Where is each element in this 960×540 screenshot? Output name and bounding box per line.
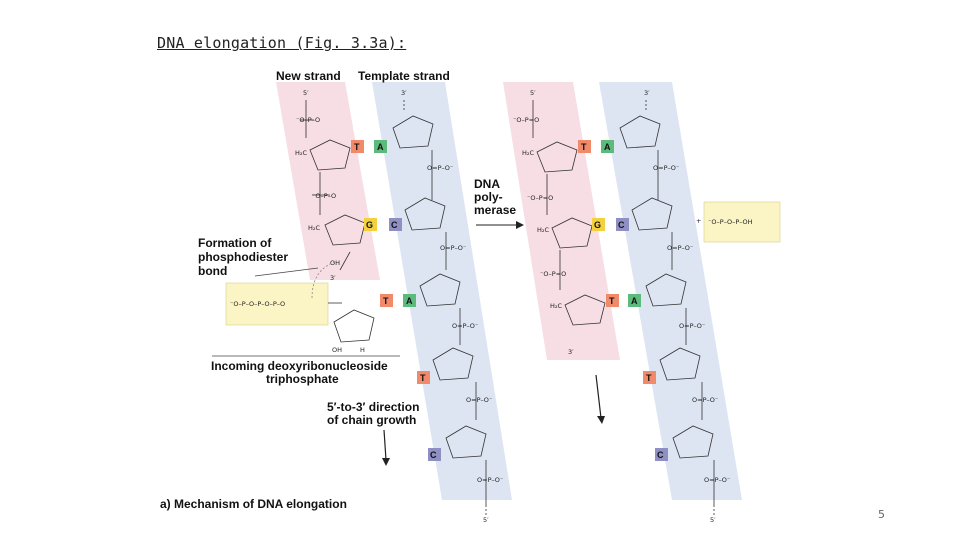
new-strand-5prime: 5′ (303, 89, 309, 97)
svg-text:⁻O–P=O: ⁻O–P=O (513, 116, 539, 124)
incoming-label-1: Incoming deoxyribonucleoside (211, 359, 388, 373)
formation-label-2: phosphodiester (198, 250, 288, 264)
base-pair-TA-2: T A (380, 294, 416, 307)
svg-text:⁻O–P–O: ⁻O–P–O (312, 192, 336, 200)
new-strand-label: New strand (276, 69, 341, 83)
svg-text:O=P–O⁻: O=P–O⁻ (452, 322, 478, 330)
svg-text:C: C (391, 220, 398, 230)
svg-text:C: C (657, 450, 664, 460)
svg-text:⁻O–P–O–P–O–P–O: ⁻O–P–O–P–O–P–O (230, 300, 285, 308)
svg-text:H: H (360, 346, 365, 354)
svg-text:C: C (618, 220, 625, 230)
svg-text:A: A (377, 142, 384, 152)
svg-text:T: T (646, 373, 652, 383)
svg-text:T: T (581, 142, 587, 152)
formation-label-1: Formation of (198, 236, 272, 250)
reaction-arrow (476, 221, 524, 229)
svg-text:O=P–O⁻: O=P–O⁻ (692, 396, 718, 404)
new-strand-3prime-right: 3′ (568, 348, 574, 356)
svg-text:H₂C: H₂C (537, 226, 549, 234)
svg-text:O=P–O⁻: O=P–O⁻ (679, 322, 705, 330)
base-pair-TA-1-right: T A (578, 140, 614, 153)
figure-caption: a) Mechanism of DNA elongation (160, 497, 347, 511)
direction-label-2: of chain growth (327, 413, 416, 427)
svg-text:A: A (406, 296, 413, 306)
template-strand-band-right (599, 82, 742, 500)
base-pair-GC-1: G C (364, 218, 402, 231)
base-pair-TA-1: T A (351, 140, 387, 153)
svg-text:O=P–O⁻: O=P–O⁻ (704, 476, 730, 484)
base-C-template-right: C (655, 448, 668, 461)
template-strand-band-left (372, 82, 512, 500)
enzyme-label-3: merase (474, 203, 516, 217)
svg-text:3′: 3′ (330, 274, 336, 282)
svg-text:T: T (354, 142, 360, 152)
svg-text:OH: OH (332, 346, 342, 354)
svg-text:A: A (604, 142, 611, 152)
base-pair-GC-1-right: G C (592, 218, 629, 231)
svg-text:O=P–O⁻: O=P–O⁻ (466, 396, 492, 404)
template-strand-5prime: 5′ (483, 516, 489, 524)
template-strand-label: Template strand (358, 69, 450, 83)
svg-text:O=P–O⁻: O=P–O⁻ (667, 244, 693, 252)
enzyme-label-1: DNA (474, 177, 500, 191)
template-strand-3prime-right: 3′ (644, 89, 650, 97)
svg-text:T: T (420, 373, 426, 383)
formation-label-3: bond (198, 264, 227, 278)
base-pair-TA-2-right: T A (606, 294, 641, 307)
svg-text:H₂C: H₂C (550, 302, 562, 310)
page-number: 5 (878, 508, 885, 521)
base-T-template: T (417, 371, 430, 384)
template-strand-3prime: 3′ (401, 89, 407, 97)
new-strand-band-left (276, 82, 380, 280)
new-strand-band-right (503, 82, 620, 360)
growth-direction-arrow-right (595, 374, 605, 424)
svg-text:⁻O–P=O: ⁻O–P=O (527, 194, 553, 202)
svg-text:T: T (383, 296, 389, 306)
svg-text:+: + (696, 217, 701, 225)
growth-direction-arrow-left (382, 429, 390, 466)
svg-text:H₂C: H₂C (522, 149, 534, 157)
enzyme-label-2: poly- (474, 190, 503, 204)
svg-text:⁻O–P=O: ⁻O–P=O (540, 270, 566, 278)
new-strand-backbone-left (300, 100, 366, 271)
svg-text:O=P–O⁻: O=P–O⁻ (440, 244, 466, 252)
svg-text:G: G (594, 220, 601, 230)
new-strand-backbone-right (532, 100, 606, 326)
svg-text:H₂C: H₂C (308, 224, 320, 232)
base-C-template: C (428, 448, 441, 461)
template-strand-5prime-right: 5′ (710, 516, 716, 524)
svg-text:O=P–O⁻: O=P–O⁻ (427, 164, 453, 172)
template-strand-backbone-right (619, 100, 715, 515)
pyrophosphate-formula: ⁻O–P–O–P–OH (708, 218, 753, 226)
incoming-label-2: triphosphate (266, 372, 339, 386)
svg-text:H₂C: H₂C (295, 149, 307, 157)
base-T-template-right: T (643, 371, 656, 384)
svg-text:T: T (609, 296, 615, 306)
new-strand-5prime-right: 5′ (530, 89, 536, 97)
svg-text:A: A (631, 296, 638, 306)
svg-text:C: C (430, 450, 437, 460)
pyrophosphate-box (703, 201, 781, 243)
svg-text:O=P–O⁻: O=P–O⁻ (653, 164, 679, 172)
slide-title: DNA elongation (Fig. 3.3a): (157, 34, 407, 52)
triphosphate-box (225, 282, 329, 326)
direction-label-1: 5′-to-3′ direction (327, 400, 419, 414)
svg-text:G: G (366, 220, 373, 230)
template-strand-backbone-left (392, 100, 487, 515)
svg-text:⁻O–P–O: ⁻O–P–O (296, 116, 320, 124)
svg-text:O=P–O⁻: O=P–O⁻ (477, 476, 503, 484)
svg-text:OH: OH (330, 259, 340, 267)
